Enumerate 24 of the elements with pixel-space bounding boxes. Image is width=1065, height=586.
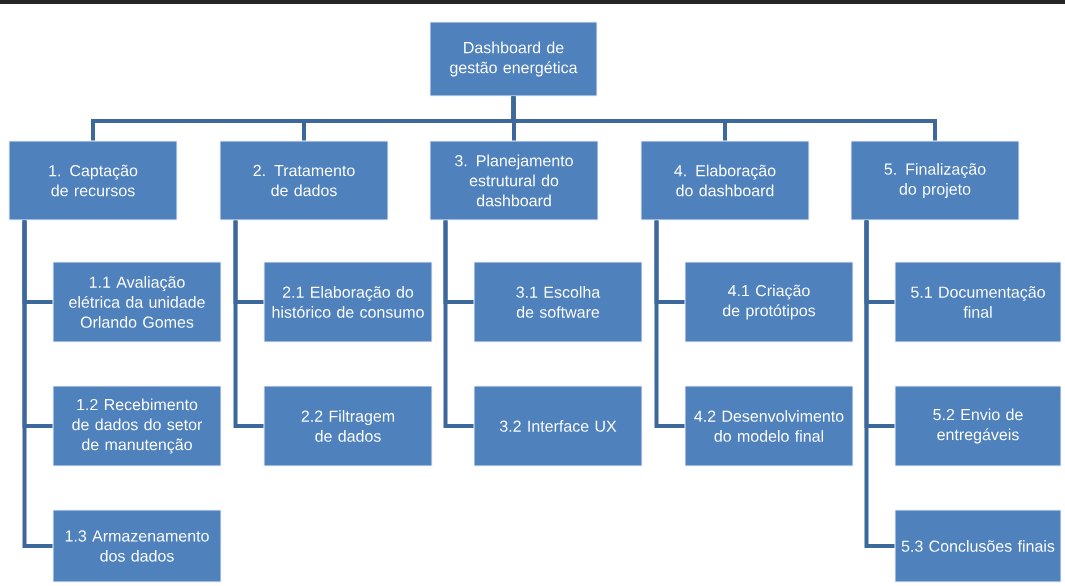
connector-line (511, 96, 937, 141)
connector-line (233, 220, 264, 428)
task-box: 3.2 Interface UX (473, 385, 643, 467)
task-box: 5. Finalização do projeto (850, 140, 1020, 221)
task-box: 5.3 Conclusões finais (894, 509, 1062, 583)
task-box: 1.1 Avaliação elétrica da unidade Orlando Gomes (52, 261, 222, 343)
connector-line (864, 220, 895, 548)
task-box: 1.3 Armazenamento dos dados (52, 509, 222, 583)
task-box: Dashboard de gestão energética (429, 21, 598, 97)
task-box: 3.1 Escolha de software (473, 261, 643, 343)
task-box: 2.2 Filtragem de dados (263, 385, 433, 467)
task-box: 2. Tratamento de dados (219, 140, 389, 221)
task-box: 5.1 Documentação final (894, 261, 1062, 343)
task-box: 3. Planejamento estrutural do dashboard (429, 140, 599, 221)
task-box: 4. Elaboração do dashboard (640, 140, 810, 221)
task-box: 2.1 Elaboração do histórico de consumo (263, 261, 433, 343)
task-box: 4.1 Criação de protótipos (684, 261, 854, 343)
task-box: 5.2 Envio de entregáveis (894, 385, 1062, 467)
connector-line (443, 220, 474, 428)
task-box: 1. Captação de recursos (8, 140, 178, 221)
connector-line (22, 220, 53, 548)
task-box: 1.2 Recebimento de dados do setor de manutenção (52, 385, 222, 467)
connector-line (654, 220, 685, 428)
task-box: 4.2 Desenvolvimento do modelo final (684, 385, 854, 467)
